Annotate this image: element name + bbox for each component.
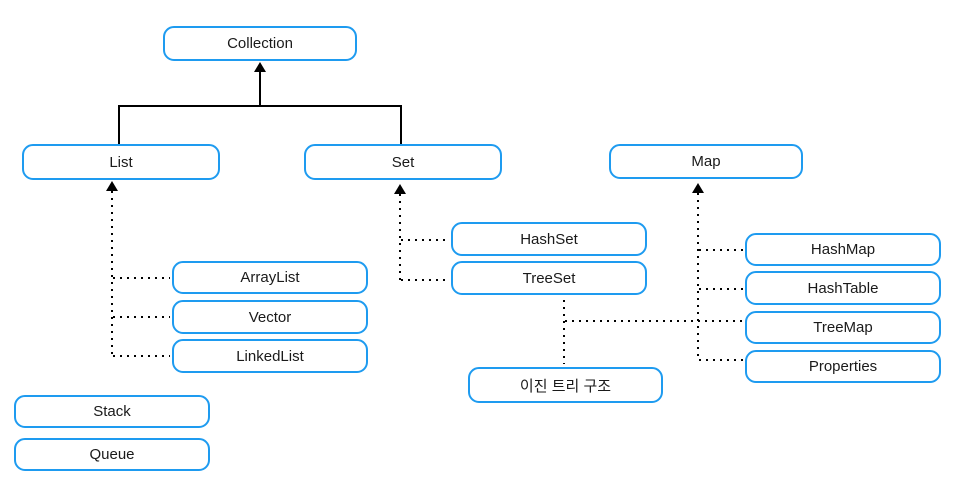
edge-treeset-branch (401, 279, 448, 281)
edge-binarytree-treemap (565, 320, 743, 322)
node-hashmap: HashMap (745, 233, 941, 266)
node-queue: Queue (14, 438, 210, 471)
arrowhead-to-set (394, 184, 406, 194)
edge-list-implementations-stem (111, 191, 113, 357)
edge-collection-stem (259, 71, 261, 107)
edge-properties-branch (699, 359, 743, 361)
node-linkedlist: LinkedList (172, 339, 368, 373)
edge-vector-branch (113, 316, 170, 318)
edge-set-implementations-stem (399, 194, 401, 281)
edge-arraylist-branch (113, 277, 170, 279)
node-treemap: TreeMap (745, 311, 941, 344)
arrowhead-to-collection (254, 62, 266, 72)
node-binary-tree-structure: 이진 트리 구조 (468, 367, 663, 403)
node-hashset: HashSet (451, 222, 647, 256)
node-hashtable: HashTable (745, 271, 941, 305)
edge-list-set-crossbar (118, 105, 402, 107)
node-set: Set (304, 144, 502, 180)
edge-linkedlist-branch (113, 355, 170, 357)
arrowhead-to-list (106, 181, 118, 191)
node-vector: Vector (172, 300, 368, 334)
node-treeset: TreeSet (451, 261, 647, 295)
node-map: Map (609, 144, 803, 179)
node-stack: Stack (14, 395, 210, 428)
edge-drop-to-set (400, 105, 402, 145)
edge-drop-to-list (118, 105, 120, 145)
edge-hashset-branch (401, 239, 448, 241)
node-properties: Properties (745, 350, 941, 383)
edge-map-implementations-stem (697, 193, 699, 361)
edge-hashmap-branch (699, 249, 743, 251)
edge-treeset-binarytree (563, 300, 565, 364)
node-list: List (22, 144, 220, 180)
edge-hashtable-branch (699, 288, 743, 290)
node-arraylist: ArrayList (172, 261, 368, 294)
node-collection: Collection (163, 26, 357, 61)
arrowhead-to-map (692, 183, 704, 193)
